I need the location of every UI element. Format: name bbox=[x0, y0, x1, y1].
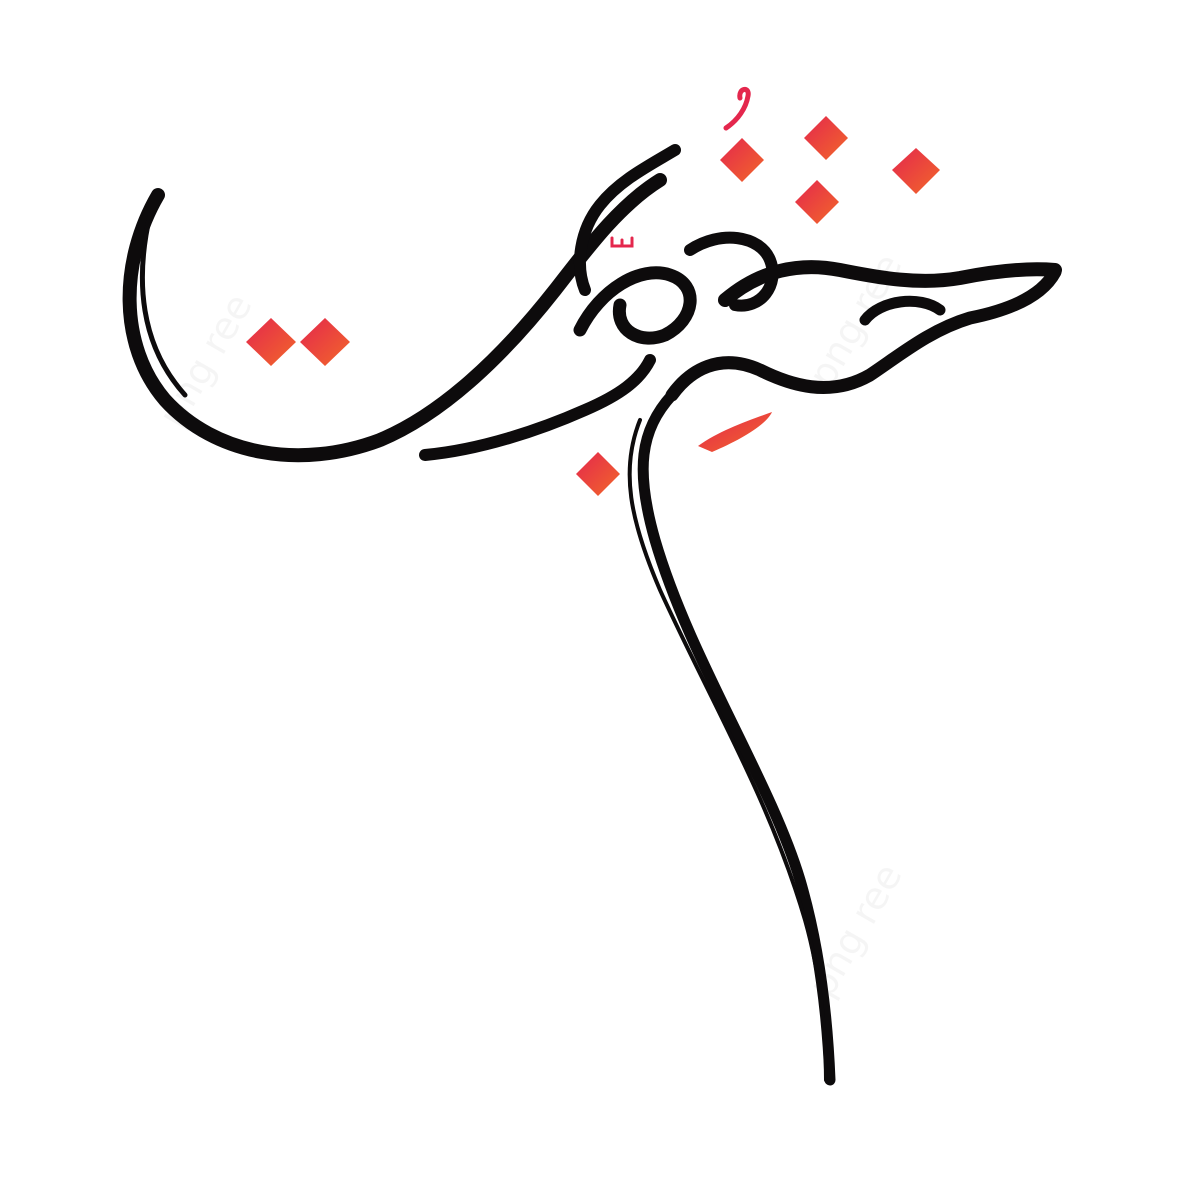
accent-dots bbox=[246, 87, 940, 496]
middle-letter-stroke bbox=[573, 266, 697, 345]
accent-dot bbox=[300, 318, 350, 366]
long-descender-edge bbox=[627, 418, 828, 1082]
calligraphy-strokes bbox=[122, 144, 1062, 1086]
base-wave-stroke bbox=[419, 354, 656, 461]
long-descender-stroke bbox=[637, 389, 836, 1086]
accent-dot bbox=[795, 180, 839, 224]
middle-loop-stroke bbox=[684, 231, 779, 312]
top-stem-stroke bbox=[574, 144, 681, 296]
watermark: png ree bbox=[150, 286, 261, 434]
right-curl-stroke bbox=[665, 265, 1062, 402]
accent-dot bbox=[804, 116, 848, 160]
left-bowl-thin bbox=[139, 212, 188, 398]
accent-kasra bbox=[698, 412, 772, 452]
accent-dot bbox=[720, 138, 764, 182]
accent-dot bbox=[576, 452, 620, 496]
accent-dot bbox=[892, 148, 940, 194]
right-head-stroke bbox=[718, 260, 1062, 307]
accent-dot bbox=[246, 318, 296, 366]
accent-damma bbox=[723, 87, 751, 131]
accent-mark bbox=[610, 236, 634, 248]
inner-loop-stroke bbox=[859, 295, 946, 326]
